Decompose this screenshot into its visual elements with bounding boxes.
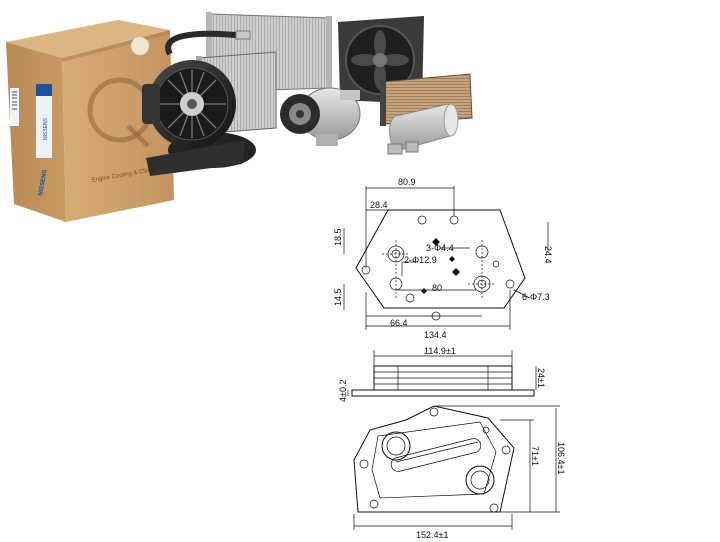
- dim-side-base: 4±0.2: [338, 380, 348, 402]
- drawing-top-view: 80.9 28.4 18.5 3-Φ4.4 24.4 2-Φ12.9 80 14…: [333, 177, 553, 340]
- dim-side-height: 24±1: [536, 368, 546, 388]
- dim-hole-two: 2-Φ12.9: [404, 255, 437, 265]
- dim-spacing: 80: [432, 283, 442, 293]
- box-brand-text: NISSENS: [38, 169, 48, 196]
- dim-offset-left: 28.4: [370, 200, 388, 210]
- dim-hole-pcd: 3-Φ4.4: [426, 243, 454, 253]
- drawing-bottom-view: 71±1 106.4±1 152.4±1: [353, 405, 566, 540]
- blower-motor: [142, 60, 256, 176]
- brand-label: [36, 84, 52, 158]
- dim-bottom-inner-height: 71±1: [530, 446, 540, 466]
- dim-total-width: 134.4: [424, 330, 447, 340]
- dim-side-length: 114.9±1: [424, 346, 456, 356]
- drawing-side-view: 114.9±1 24±1 4±0.2: [338, 346, 546, 402]
- box-label-text: NISSENS: [43, 117, 49, 140]
- product-collage: Engine Cooling & Climate NISSENS NISSENS: [6, 12, 473, 222]
- dim-top-width: 80.9: [398, 177, 416, 187]
- receiver-drier: [387, 103, 459, 155]
- dim-bottom-inner: 66.4: [390, 318, 408, 328]
- ac-pipe: [165, 30, 247, 56]
- dim-bottom-outer-height: 106.4±1: [556, 442, 566, 474]
- dim-right-height: 24.4: [543, 246, 553, 264]
- dim-mount-holes: 6-Φ7.3: [522, 292, 550, 302]
- cardboard-box: Engine Cooling & Climate NISSENS NISSENS: [6, 20, 174, 222]
- ac-compressor: [280, 87, 361, 146]
- barcode-label: [10, 88, 19, 126]
- dim-left-lower: 14.5: [333, 288, 343, 306]
- dim-height-left: 18.5: [333, 228, 343, 246]
- dim-bottom-total-width: 152.4±1: [416, 530, 448, 540]
